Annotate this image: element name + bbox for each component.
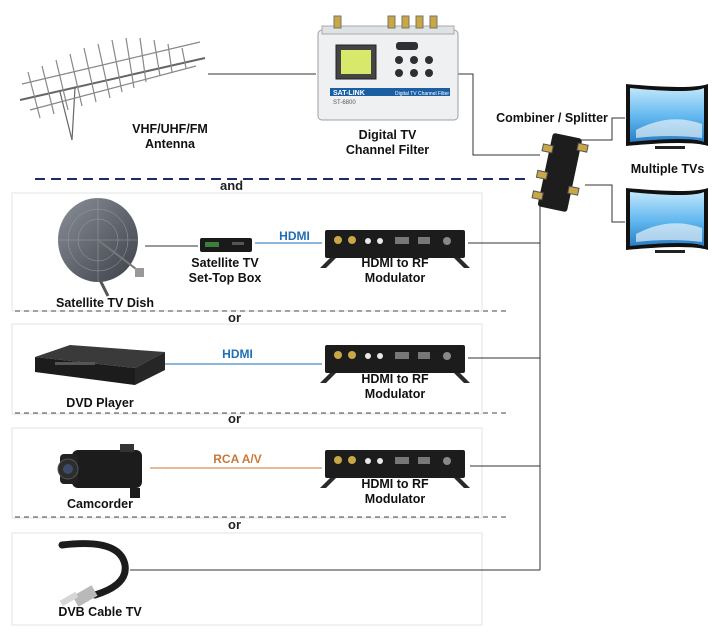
- modulator-2-label: HDMI to RF Modulator: [361, 372, 429, 401]
- filter-device-title: Digital TV Channel Filter: [395, 91, 449, 97]
- hdmi-label-1: HDMI: [279, 229, 310, 243]
- tv-1-icon: [626, 84, 708, 149]
- combiner-label: Combiner / Splitter: [496, 111, 608, 125]
- antenna-icon: [19, 37, 206, 141]
- or-label-3: or: [228, 517, 241, 532]
- modulator-1-icon: [320, 230, 470, 268]
- section-panels: [11, 192, 483, 626]
- or-label-2: or: [228, 411, 241, 426]
- dvd-player-label: DVD Player: [66, 396, 134, 410]
- set-top-box-label: Satellite TV Set-Top Box: [188, 256, 262, 285]
- tv-2-icon: [626, 188, 708, 253]
- filter-device-model: ST-6800: [333, 100, 356, 106]
- camcorder-label: Camcorder: [67, 497, 133, 511]
- antenna-label: VHF/UHF/FM Antenna: [132, 122, 208, 151]
- rca-label: RCA A/V: [213, 452, 262, 466]
- and-label: and: [220, 178, 244, 193]
- dvd-player-icon: [35, 345, 165, 385]
- camcorder-icon: [57, 444, 142, 498]
- set-top-box-icon: [200, 238, 252, 252]
- satellite-dish-label: Satellite TV Dish: [56, 296, 154, 310]
- tvs-label: Multiple TVs: [630, 162, 705, 176]
- cable-tv-label: DVB Cable TV: [58, 605, 142, 619]
- coax-cable-icon: [58, 540, 129, 607]
- modulator-3-label: HDMI to RF Modulator: [361, 477, 429, 506]
- modulator-2-icon: [320, 345, 470, 383]
- channel-filter-device: SAT-LINK Digital TV Channel Filter ST-68…: [317, 15, 459, 121]
- combiner-to-tv1-cable: [575, 117, 625, 141]
- hdmi-label-2: HDMI: [222, 347, 253, 361]
- channel-filter-label: Digital TV Channel Filter: [345, 128, 430, 157]
- combiner-splitter-icon: [531, 133, 589, 212]
- modulator-1-label: HDMI to RF Modulator: [361, 256, 429, 285]
- satellite-dish-icon: [58, 198, 144, 297]
- wiring: [130, 73, 625, 571]
- filter-device-brand: SAT-LINK: [333, 90, 365, 97]
- filter-to-combiner-cable: [455, 73, 540, 156]
- panel-cable: [11, 532, 483, 626]
- panel-camcorder: [11, 427, 483, 519]
- panel-satellite: [11, 192, 483, 312]
- panel-dvd: [11, 323, 483, 415]
- modulator-3-icon: [320, 450, 470, 488]
- combiner-to-tv2-cable: [585, 184, 625, 223]
- or-label-1: or: [228, 310, 241, 325]
